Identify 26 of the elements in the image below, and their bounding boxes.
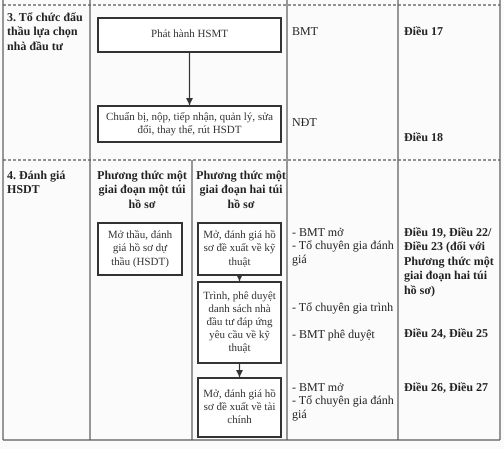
arrow bbox=[186, 53, 194, 105]
table-cell-text: Điều 17 bbox=[404, 24, 444, 38]
table-cell-text: - Tổ chuyên gia đánh giá bbox=[292, 393, 395, 422]
table-cell-text: 3. Tổ chức đấu thầu lựa chọn nhà đầu tư bbox=[7, 10, 84, 54]
process-box: Mở, đánh giá hồ sơ đề xuất về kỹ thuật bbox=[197, 222, 282, 276]
table-cell-text: Phương thức một giai đoạn một túi hồ sơ bbox=[96, 168, 188, 212]
process-box: Mở thầu, đánh giá hồ sơ dự thầu (HSDT) bbox=[97, 222, 183, 276]
table-cell-text: Phương thức một giai đoạn hai túi hồ sơ bbox=[195, 168, 287, 212]
table-cell-text: Điều 24, Điều 25 bbox=[404, 326, 489, 340]
table-cell-text: - BMT phê duyệt bbox=[292, 327, 376, 342]
table-cell-text: Điều 26, Điều 27 bbox=[404, 380, 489, 394]
table-cell-text: Điều 18 bbox=[404, 130, 444, 144]
arrow bbox=[236, 364, 244, 377]
table-cell-text: Điều 19, Điều 22/Điều 23 (đối với Phương thức một giai đoạn hai túi hồ sơ) bbox=[404, 225, 495, 297]
table-cell-text: 4. Đánh giá HSDT bbox=[7, 168, 66, 197]
table-cell-text: - Tổ chuyên gia trình bbox=[292, 300, 394, 314]
table-cell-text: NĐT bbox=[292, 115, 318, 130]
process-box: Chuẩn bị, nộp, tiếp nhận, quản lý, sửa đổi, thay thế, rút HSDT bbox=[97, 105, 282, 143]
table-cell-text: - Tổ chuyên gia đánh giá bbox=[292, 238, 395, 267]
process-box: Phát hành HSMT bbox=[97, 17, 282, 53]
process-box: Trình, phê duyệt danh sách nhà đầu tư đáp ứng yêu cầu về kỹ thuật bbox=[197, 281, 282, 364]
process-box: Mở, đánh giá hồ sơ đề xuất về tài chính bbox=[197, 377, 282, 438]
arrow bbox=[236, 274, 244, 281]
table-cell-text: - BMT mở bbox=[292, 225, 344, 240]
table-cell-text: BMT bbox=[292, 24, 320, 38]
table-cell-text: - BMT mở bbox=[292, 380, 344, 394]
